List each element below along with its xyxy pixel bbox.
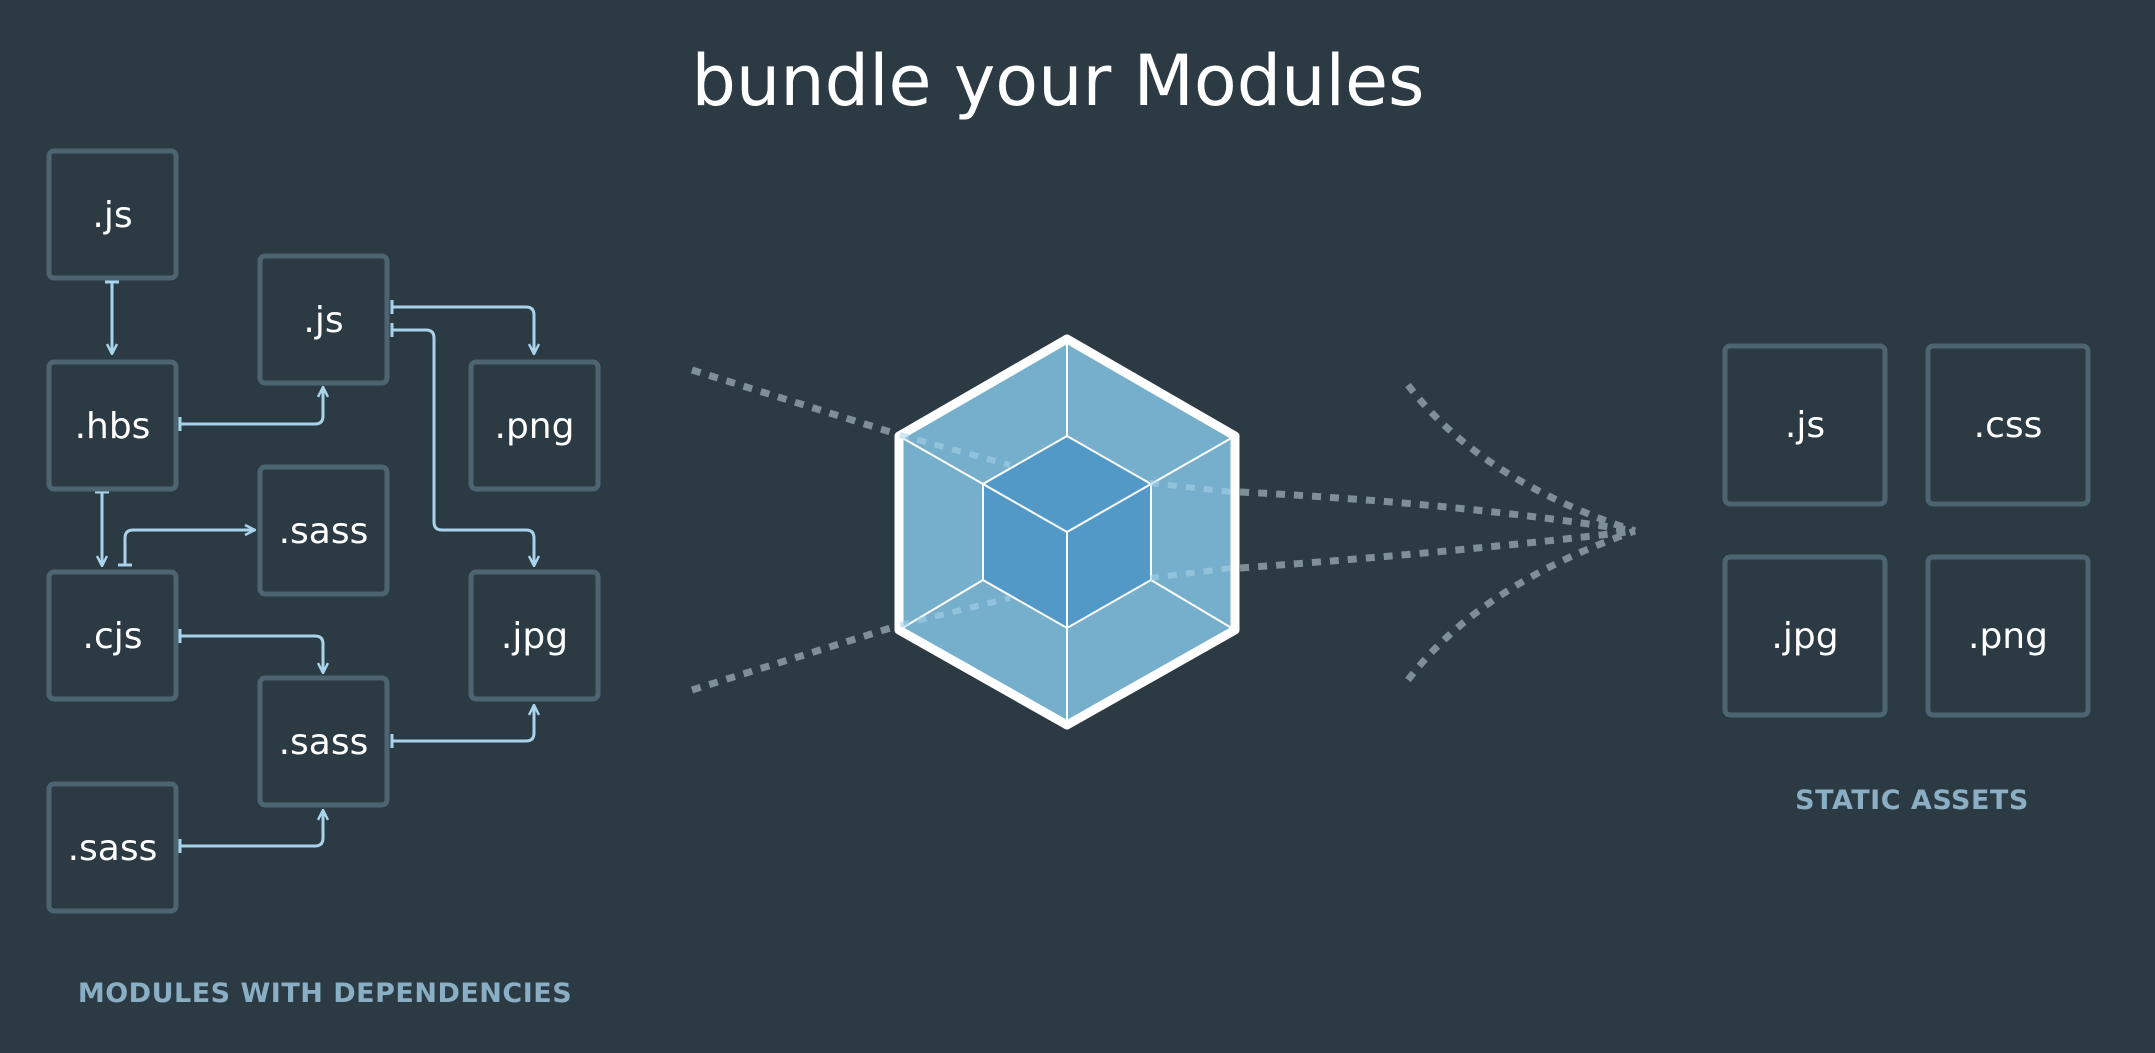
module-box-js-2: .js — [257, 253, 390, 386]
arrow-sass-to-sass — [180, 811, 323, 846]
flow-line-mid-bottom-out — [1239, 527, 1636, 572]
modules-group: .js .js .hbs .png .sass .cjs .jpg .sass — [46, 148, 601, 914]
module-box-sass-2: .sass — [257, 675, 390, 808]
module-label: .hbs — [75, 406, 151, 447]
module-label: .jpg — [501, 616, 568, 657]
arrow-cjs-to-sass — [125, 530, 254, 565]
flow-line-mid-top-out — [1239, 488, 1636, 535]
asset-box-jpg: .jpg — [1722, 554, 1888, 718]
module-box-png: .png — [468, 359, 601, 492]
module-box-sass-3: .sass — [46, 781, 179, 914]
assets-group: .js .css .jpg .png — [1722, 343, 2091, 718]
output-flow-lines — [1239, 382, 1637, 683]
module-label: .cjs — [83, 616, 143, 657]
asset-box-css: .css — [1925, 343, 2091, 507]
module-label: .sass — [279, 722, 369, 763]
module-box-js-1: .js — [46, 148, 179, 281]
flow-line-top-in — [690, 366, 902, 439]
module-label: .js — [92, 195, 132, 236]
page-title: bundle your Modules — [691, 40, 1424, 122]
arrow-sass-to-jpg — [392, 706, 534, 741]
module-label: .sass — [279, 511, 369, 552]
flow-line-bottom-in — [690, 621, 902, 694]
webpack-cube-icon — [894, 334, 1240, 730]
asset-box-js: .js — [1722, 343, 1888, 507]
arrow-js-to-jpg — [392, 330, 534, 565]
asset-box-png: .png — [1925, 554, 2091, 718]
flow-line-bottom-out — [1405, 527, 1637, 683]
module-label: .png — [495, 406, 575, 447]
asset-label: .css — [1974, 405, 2043, 446]
asset-label: .png — [1968, 616, 2048, 657]
dependency-arrows — [102, 282, 534, 846]
modules-section-label: MODULES WITH DEPENDENCIES — [78, 978, 572, 1009]
arrow-cjs-to-sass-lower — [180, 636, 323, 672]
module-box-sass-1: .sass — [257, 464, 390, 597]
module-box-jpg: .jpg — [468, 569, 601, 702]
module-label: .sass — [68, 828, 158, 869]
asset-label: .js — [1785, 405, 1825, 446]
arrow-hbs-to-js — [180, 388, 323, 424]
module-label: .js — [303, 300, 343, 341]
input-flow-lines — [690, 366, 902, 694]
module-box-hbs: .hbs — [46, 359, 179, 492]
module-box-cjs: .cjs — [46, 569, 179, 702]
assets-section-label: STATIC ASSETS — [1795, 785, 2029, 816]
asset-label: .jpg — [1771, 616, 1838, 657]
arrow-js-to-png — [392, 307, 534, 353]
